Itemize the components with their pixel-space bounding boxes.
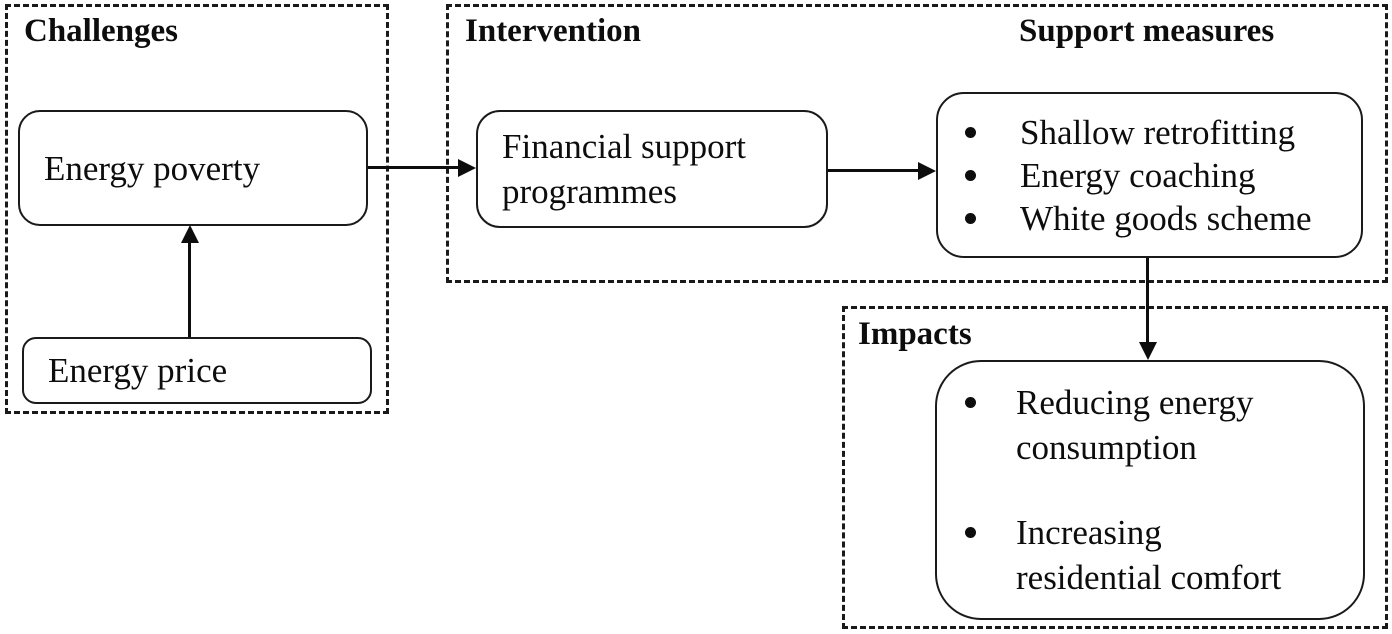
challenges-title: Challenges <box>24 13 179 49</box>
impact-item-label: Reducing energy consumption <box>1016 383 1254 467</box>
impacts-box: Reducing energy consumption Increasing r… <box>935 360 1365 620</box>
bullet-icon <box>965 169 976 181</box>
impact-item-label: Increasing residential comfort <box>1016 513 1282 597</box>
energy-price-label: Energy price <box>48 351 228 390</box>
bullet-icon <box>965 126 976 138</box>
arrowhead-down-icon <box>1139 342 1157 360</box>
support-item-label: Energy coaching <box>1020 155 1256 195</box>
list-item: White goods scheme <box>938 197 1361 240</box>
arrowhead-right-icon <box>458 159 476 177</box>
support-measures-list: Shallow retrofitting Energy coaching Whi… <box>938 111 1361 240</box>
support-item-label: Shallow retrofitting <box>1020 112 1296 152</box>
list-item: Energy coaching <box>938 154 1361 197</box>
energy-poverty-label: Energy poverty <box>44 148 261 188</box>
energy-poverty-box: Energy poverty <box>18 110 368 226</box>
arrow-line <box>1146 258 1149 345</box>
impacts-title: Impacts <box>858 316 972 352</box>
arrow-line <box>368 166 460 169</box>
bullet-icon <box>965 212 976 224</box>
list-item: Increasing residential comfort <box>937 510 1363 600</box>
list-item: Reducing energy consumption <box>937 380 1363 470</box>
intervention-group <box>446 4 1388 283</box>
financial-support-box: Financial support programmes <box>476 110 828 228</box>
support-measures-box: Shallow retrofitting Energy coaching Whi… <box>936 92 1363 258</box>
bullet-icon <box>965 527 976 538</box>
bullet-icon <box>965 397 976 408</box>
support-measures-title: Support measures <box>1019 13 1275 49</box>
impacts-group <box>842 306 1388 629</box>
arrowhead-up-icon <box>181 225 199 243</box>
intervention-title: Intervention <box>465 13 641 49</box>
list-item: Shallow retrofitting <box>938 111 1361 154</box>
support-item-label: White goods scheme <box>1020 198 1312 238</box>
impacts-list: Reducing energy consumption Increasing r… <box>937 380 1363 600</box>
arrow-line <box>188 241 191 337</box>
arrowhead-right-icon <box>918 162 936 180</box>
financial-support-label: Financial support programmes <box>502 127 746 211</box>
arrow-line <box>828 169 920 172</box>
energy-price-box: Energy price <box>22 337 372 404</box>
challenges-group <box>5 4 389 414</box>
